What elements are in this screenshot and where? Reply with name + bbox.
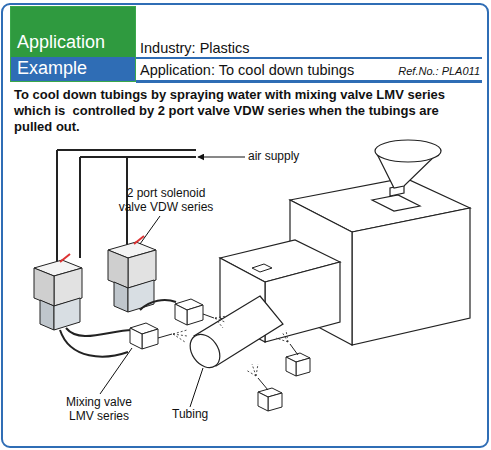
water-line <box>140 300 176 310</box>
mixing-valve <box>268 393 282 411</box>
mixing-valve <box>290 344 298 355</box>
mixing-valve <box>258 378 268 390</box>
die-block <box>265 262 340 342</box>
leader-arrow <box>198 157 245 158</box>
water-spray <box>246 364 258 376</box>
mixing-valve <box>158 334 172 338</box>
part-label: Mixing valve LMV series <box>58 395 140 423</box>
mixing-valve <box>258 392 268 411</box>
solenoid-valve <box>108 250 128 288</box>
water-spray <box>173 330 187 342</box>
part-label: 2 port solenoid valve VDW series <box>118 186 214 214</box>
air-line <box>57 150 80 262</box>
ref-number: Ref.No.: PLA011 <box>388 64 480 78</box>
solenoid-valve <box>128 280 154 312</box>
description-note: To cool down tubings by spraying water w… <box>14 87 480 135</box>
frame-border <box>2 4 488 447</box>
leader-line <box>190 368 203 407</box>
extruder-body <box>352 208 470 345</box>
water-line <box>60 330 128 357</box>
air-line <box>57 150 196 157</box>
mixing-valve <box>175 304 187 325</box>
mixing-valve <box>130 264 310 411</box>
part-label: Tubing <box>172 407 232 422</box>
mixing-valve <box>187 305 203 325</box>
part-label: air supply <box>248 149 328 164</box>
solenoid-valve <box>40 300 54 330</box>
tubing <box>184 296 283 373</box>
mixing-valve <box>296 358 310 376</box>
header-band: Industry: PlasticsApplication: To cool d… <box>136 36 482 83</box>
solenoid-valve <box>54 298 80 330</box>
title-tab: Application Example <box>10 6 136 82</box>
mixing-valve <box>203 314 214 318</box>
leader-line <box>140 216 160 244</box>
solenoid-valve <box>34 236 156 330</box>
mixing-valve <box>130 328 142 349</box>
solenoid-valve <box>114 282 128 312</box>
leader-line <box>100 216 203 407</box>
mixing-valve <box>142 329 158 349</box>
extruder-body <box>372 195 420 211</box>
water-spray <box>276 330 288 342</box>
water-line <box>60 300 176 356</box>
water-line <box>66 328 132 336</box>
application-text: Application: To cool down tubings <box>140 61 390 79</box>
solenoid-valve <box>60 254 70 262</box>
solenoid-valve <box>34 268 54 306</box>
leader-line <box>100 348 132 394</box>
extruder-body <box>375 140 441 162</box>
tab-title: Application Example <box>11 29 135 81</box>
mixing-valve <box>286 357 296 376</box>
water-spray <box>173 316 288 376</box>
mixing-valve <box>252 264 272 272</box>
water-spray <box>215 316 227 328</box>
tubing <box>184 329 226 373</box>
industry-text: Industry: Plastics <box>140 39 440 57</box>
